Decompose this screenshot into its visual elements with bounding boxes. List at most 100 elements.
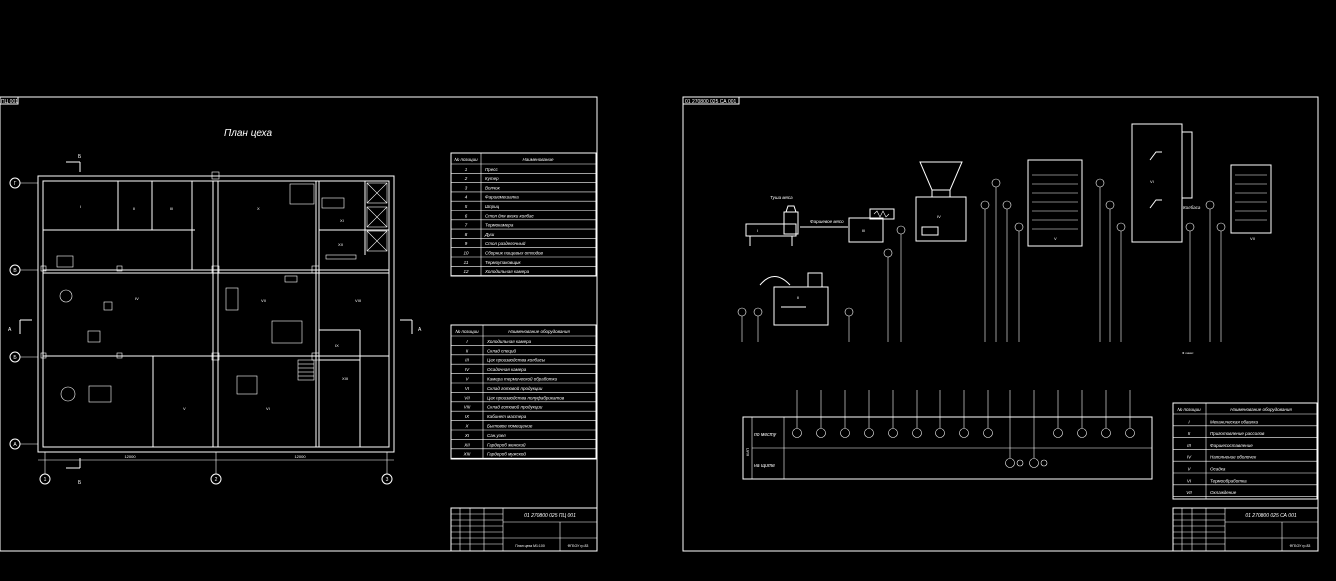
- table-row-name: Фаршемешалка: [485, 195, 519, 200]
- control-table: по месту на щите КИП: [742, 390, 1153, 480]
- right-corner-stamp-text: 01 270800 025 СА 001: [685, 99, 737, 105]
- table-row-pos: IV: [1187, 455, 1192, 460]
- table-row-pos: I: [1188, 419, 1190, 424]
- table-row-pos: III: [1187, 443, 1192, 448]
- instrument-bubble: [844, 307, 854, 317]
- table-row-name: Наполнение оболочек: [1210, 455, 1257, 460]
- table-row-name: Склад готовой продукции: [487, 385, 543, 391]
- instrument-bubble: [1216, 222, 1226, 232]
- table-row-name: Шприц: [485, 204, 500, 209]
- process-scheme: Туша мяса I II III Фаршевое мясо IV V: [737, 123, 1272, 355]
- equipment-table-header-name: Наименование: [522, 157, 554, 162]
- table-row-name: Охлаждение: [1210, 490, 1237, 495]
- unit-4-label: IV: [937, 214, 941, 219]
- instrument-bubble: [1116, 222, 1126, 232]
- table-row-pos: 4: [465, 195, 468, 200]
- table-row-pos: V: [1187, 467, 1191, 472]
- table-row-name: Цех производства колбасы: [487, 358, 546, 363]
- axis-label-g: Г: [14, 181, 17, 187]
- table-row-pos: 3: [465, 185, 468, 190]
- table-row-name: Осадочная камера: [487, 367, 527, 372]
- table-row-name: Кабинет мастера: [487, 414, 527, 419]
- table-row-pos: 8: [465, 232, 468, 237]
- unit-1-label: I: [757, 228, 758, 233]
- unit-5-body: [1027, 159, 1083, 247]
- control-side-label: КИП: [745, 448, 750, 456]
- table-row-pos: V: [465, 377, 469, 382]
- dimension-label-2: 12000: [294, 454, 306, 459]
- table-row-name: Термообработка: [1210, 478, 1247, 483]
- table-row-name: Сборник пищевых отходов: [485, 251, 544, 256]
- table-row-name: Волчок: [485, 185, 501, 190]
- table-row-pos: X: [464, 424, 469, 429]
- table-row-pos: 5: [465, 204, 468, 209]
- table-row-pos: II: [466, 348, 469, 353]
- instrument-bubble: [1185, 222, 1195, 232]
- section-mark-a-right: А: [418, 327, 422, 333]
- table-row-name: Приготовление рассолов: [1210, 431, 1265, 436]
- table-row-pos: VIII: [464, 405, 472, 410]
- control-row-top: по месту: [754, 432, 777, 438]
- left-sheet-frame: [0, 96, 598, 552]
- unit-6-body: [1131, 123, 1183, 243]
- axis-label-1: 1: [44, 477, 47, 483]
- unit-2-cover: [759, 276, 791, 286]
- room-label-13: XIII: [342, 376, 348, 381]
- table-row-name: Стол для вязки колбас: [485, 213, 535, 218]
- table-row-name: Стол разделочный: [485, 240, 526, 246]
- control-bubble: [888, 428, 898, 438]
- left-stamp-org: ФГБОУ гр.83: [568, 544, 589, 548]
- instrument-bubble: [1105, 200, 1115, 210]
- control-bubble: [1077, 428, 1087, 438]
- control-bubble: [792, 428, 802, 438]
- room-label-11: XI: [340, 218, 344, 223]
- section-mark-a-left: А: [8, 327, 12, 333]
- equipment-table-header-pos: № позиции: [454, 157, 478, 162]
- axis-label-3: 3: [386, 477, 389, 483]
- control-bubble: [912, 428, 922, 438]
- unit-6-label: VI: [1150, 179, 1154, 184]
- instrument-bubble: [1205, 200, 1215, 210]
- table-row-name: Термокамера: [485, 223, 514, 228]
- table-row-name: Холодильная камера: [486, 339, 532, 344]
- rooms-table-header-name: Наименование оборудования: [508, 329, 570, 334]
- ops-table-header-pos: № позиции: [1177, 407, 1201, 412]
- room-label-3: III: [170, 206, 173, 211]
- instrument-bubble: [991, 178, 1001, 188]
- table-row-pos: 10: [463, 251, 469, 256]
- axis-label-v: В: [13, 268, 17, 274]
- table-row-pos: VII: [1186, 490, 1192, 495]
- table-row-name: Термоупаковщик: [485, 260, 522, 265]
- control-bubble: [816, 428, 826, 438]
- instrument-bubble: [1014, 222, 1024, 232]
- table-row-name: Склад готовой продукции: [487, 404, 543, 410]
- control-bubble: [840, 428, 850, 438]
- table-row-pos: 11: [464, 260, 469, 265]
- table-row-pos: I: [466, 339, 468, 344]
- table-row-pos: 9: [465, 241, 468, 246]
- grid-axes: Г В Б А 1 2 3 12000 12000 Б Б А А: [8, 154, 422, 486]
- table-row-pos: XIII: [463, 452, 472, 457]
- section-mark-b-top: Б: [78, 154, 82, 160]
- table-row-name: Сан.узел: [487, 433, 506, 438]
- table-row-name: Камера термической обработки: [487, 376, 558, 382]
- table-row-name: Гардероб женский: [487, 441, 526, 447]
- table-row-name: Холодильная камера: [484, 269, 530, 274]
- control-bubble: [983, 428, 993, 438]
- table-row-pos: IV: [465, 367, 470, 372]
- room-label-10: X: [257, 206, 260, 211]
- control-bubble: [1053, 428, 1063, 438]
- unit-1-body: [745, 223, 797, 237]
- rooms-table-header-pos: № позиции: [455, 329, 479, 334]
- right-sheet: 01 270800 025 СА 001 Туша мяса I II III …: [682, 96, 1319, 552]
- room-label-5: V: [183, 406, 186, 411]
- table-row-pos: VI: [1187, 478, 1192, 483]
- unit-3-body: [848, 217, 884, 243]
- instrument-bubble: [1002, 200, 1012, 210]
- control-bubble: [959, 428, 969, 438]
- label-batch: Колбаса: [1183, 205, 1201, 210]
- instrument-bubble: [1095, 178, 1105, 188]
